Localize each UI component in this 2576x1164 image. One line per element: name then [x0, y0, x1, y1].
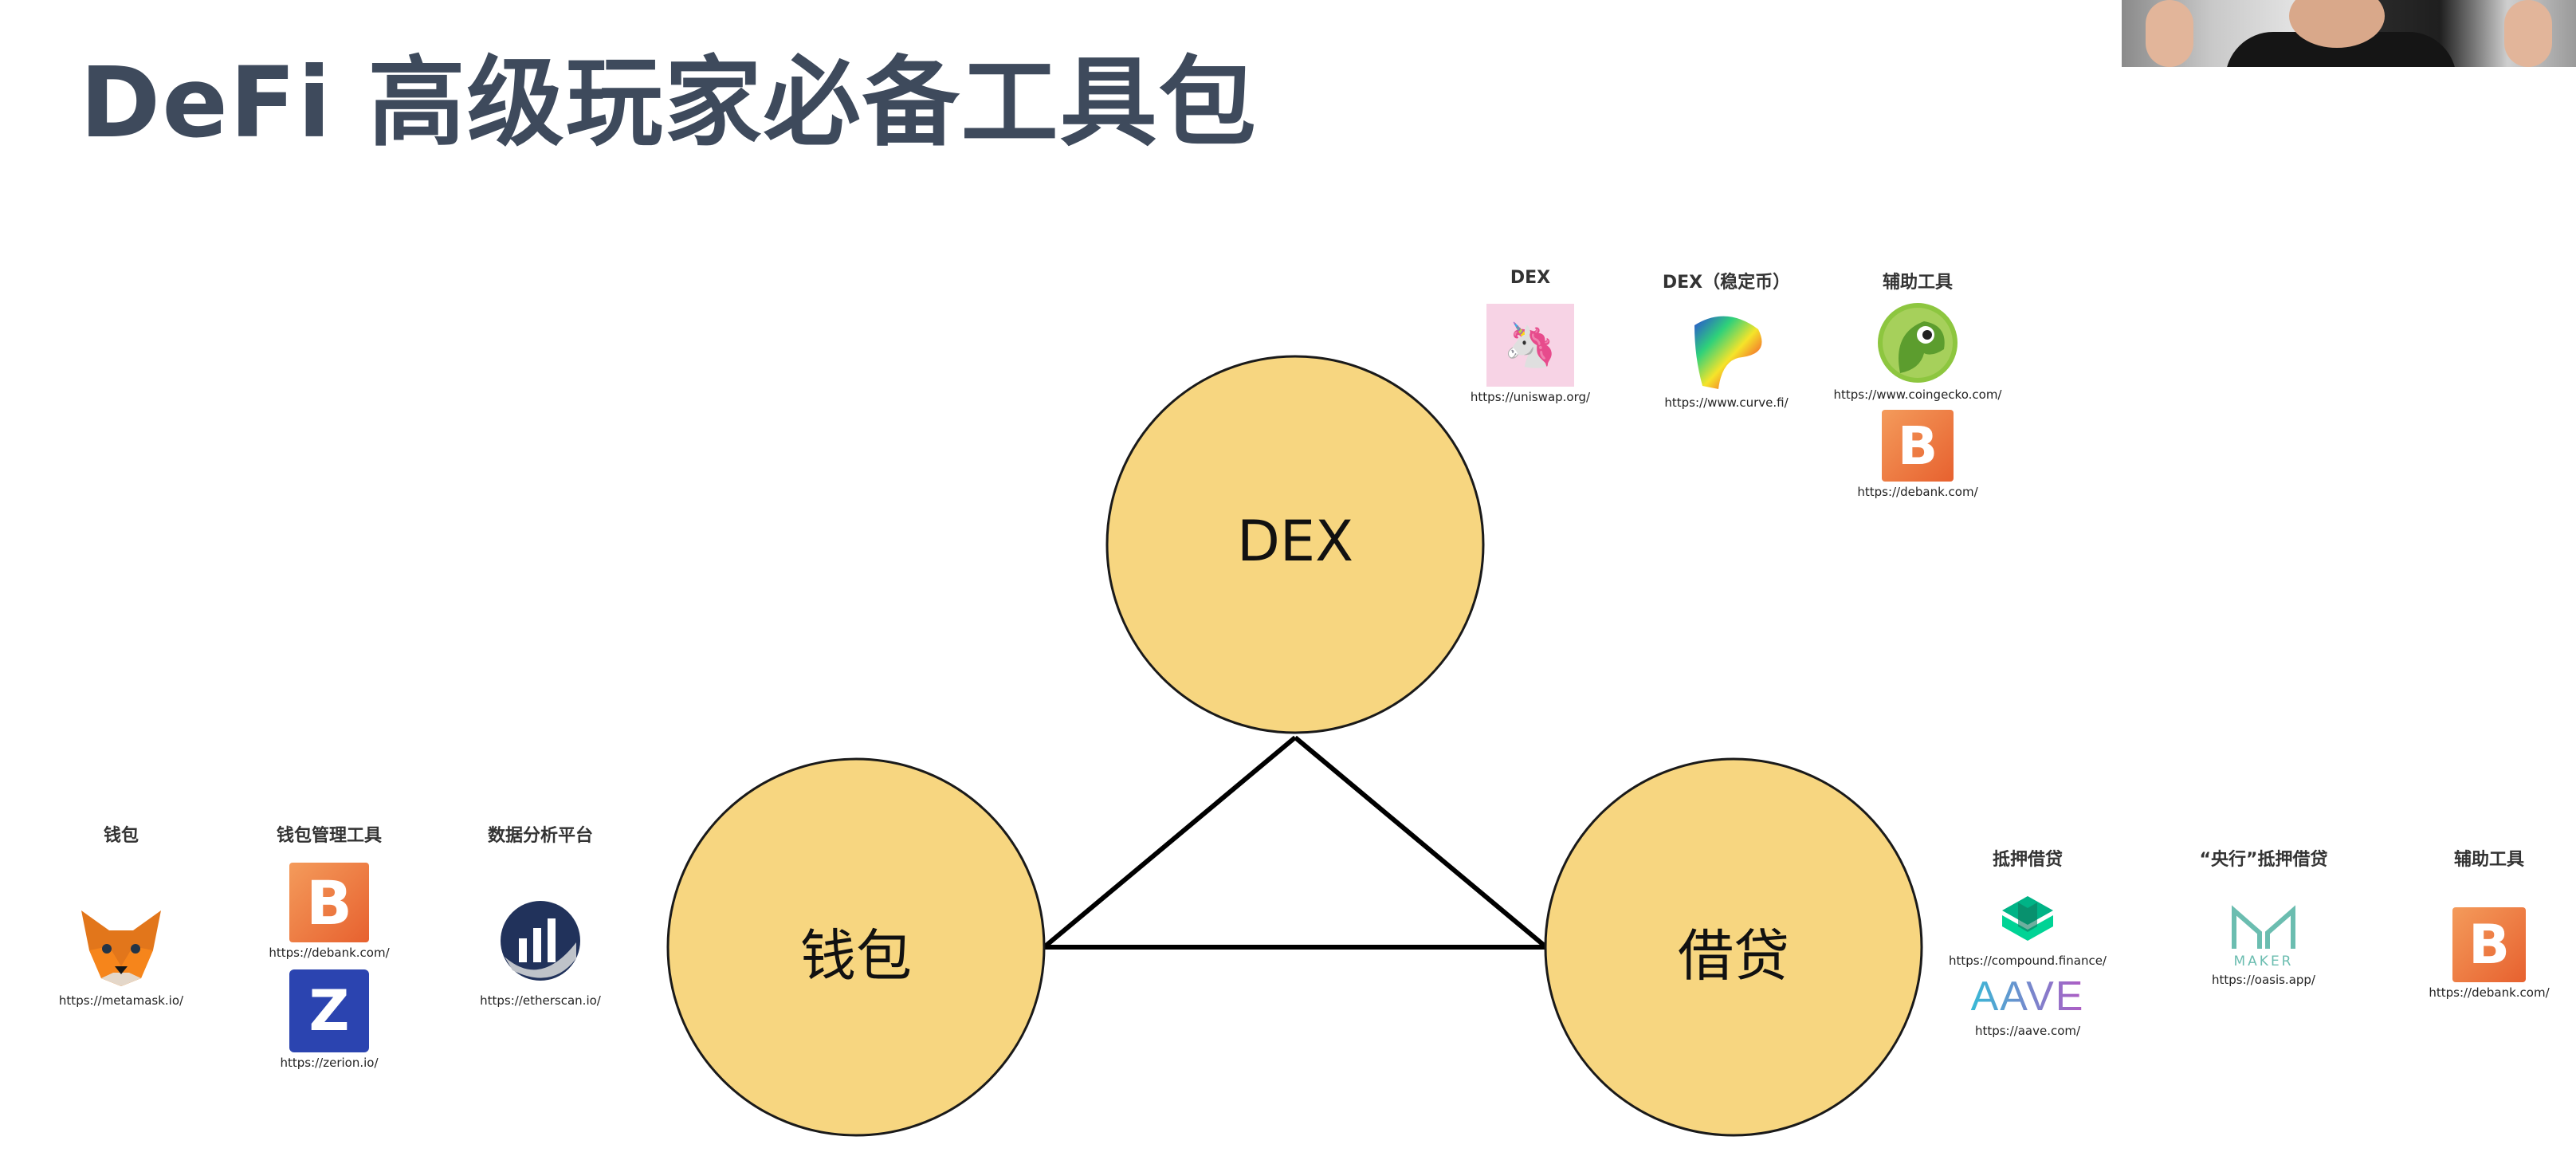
- node-wallet-label: 钱包: [800, 923, 912, 989]
- wallet-category-label: 钱包: [103, 826, 139, 846]
- coingecko-logo-icon: [1876, 301, 1959, 384]
- debank-tool-dex[interactable]: B https://debank.com/: [1814, 410, 2021, 499]
- maker-wordmark: MAKER: [2233, 954, 2294, 969]
- uniswap-unicorn-icon: 🦄: [1486, 304, 1574, 387]
- uniswap-tool[interactable]: 🦄 https://uniswap.org/: [1427, 304, 1634, 404]
- aave-tool[interactable]: AAVE https://aave.com/: [1924, 973, 2131, 1038]
- collateral-lending-category-label: 抵押借贷: [1992, 850, 2063, 870]
- maker-tool[interactable]: MAKER https://oasis.app/: [2160, 904, 2367, 987]
- presenter-hand-right: [2504, 0, 2552, 67]
- edge-dex-wallet: [1043, 735, 1297, 950]
- uniswap-url[interactable]: https://uniswap.org/: [1470, 390, 1591, 404]
- analytics-category-label: 数据分析平台: [487, 826, 593, 846]
- wallet-column: 钱包 https://metamask.io/: [18, 821, 225, 1008]
- dex-stablecoin-category-label: DEX（稳定币）: [1662, 273, 1791, 293]
- dex-aux-category-label: 辅助工具: [1882, 273, 1953, 293]
- debank-url-lending[interactable]: https://debank.com/: [2429, 985, 2550, 1000]
- dex-category-label: DEX: [1510, 268, 1551, 288]
- node-wallet-circle: [666, 757, 1046, 1137]
- debank-logo-icon: B: [1882, 410, 1954, 482]
- coingecko-tool[interactable]: https://www.coingecko.com/: [1814, 301, 2021, 402]
- collateral-lending-column: 抵押借贷 https://compound.finance/ AAVE http…: [1924, 845, 2131, 1038]
- wallet-management-category-label: 钱包管理工具: [276, 826, 382, 846]
- debank-tool-lending[interactable]: B https://debank.com/: [2386, 907, 2576, 1000]
- dex-aux-column: 辅助工具 https://www.coingecko.com/ B https:…: [1814, 268, 2021, 499]
- metamask-url[interactable]: https://metamask.io/: [58, 993, 184, 1008]
- compound-url[interactable]: https://compound.finance/: [1949, 954, 2107, 968]
- central-bank-lending-category-label: “央行”抵押借贷: [2199, 850, 2328, 870]
- maker-logo-icon: MAKER: [2228, 904, 2299, 969]
- node-dex-label: DEX: [1236, 509, 1354, 574]
- central-bank-lending-column: “央行”抵押借贷 MAKER https://oasis.app/: [2160, 845, 2367, 987]
- edge-dex-lending: [1294, 735, 1548, 950]
- presenter-hand-left: [2146, 0, 2193, 67]
- aave-url[interactable]: https://aave.com/: [1974, 1024, 2081, 1038]
- coingecko-url[interactable]: https://www.coingecko.com/: [1833, 387, 2002, 402]
- zerion-tool[interactable]: Z https://zerion.io/: [226, 969, 433, 1070]
- zerion-url[interactable]: https://zerion.io/: [280, 1056, 379, 1070]
- node-dex-circle: [1105, 355, 1485, 734]
- slide-title: DeFi 高级玩家必备工具包: [80, 46, 1258, 159]
- etherscan-url[interactable]: https://etherscan.io/: [480, 993, 601, 1008]
- oasis-url[interactable]: https://oasis.app/: [2212, 973, 2315, 987]
- debank-tool-wallet[interactable]: B https://debank.com/: [226, 863, 433, 960]
- curve-logo-icon: [1683, 309, 1770, 392]
- metamask-tool[interactable]: https://metamask.io/: [18, 902, 225, 1008]
- analytics-column: 数据分析平台 https://etherscan.io/: [437, 821, 644, 1008]
- wallet-management-column: 钱包管理工具 B https://debank.com/ Z https://z…: [226, 821, 433, 1070]
- lending-aux-category-label: 辅助工具: [2453, 850, 2524, 870]
- presenter-webcam-thumbnail: [2122, 0, 2576, 67]
- dex-stablecoin-column: DEX（稳定币） https://www.cu: [1623, 268, 1830, 410]
- node-lending-label: 借贷: [1678, 923, 1789, 989]
- debank-logo-icon: B: [2452, 907, 2526, 982]
- etherscan-tool[interactable]: https://etherscan.io/: [437, 895, 644, 1008]
- aave-logo-icon: AAVE: [1970, 973, 2085, 1020]
- compound-logo-icon: [1996, 887, 2060, 950]
- node-lending-circle: [1544, 757, 1923, 1137]
- compound-tool[interactable]: https://compound.finance/: [1924, 887, 2131, 968]
- curve-tool[interactable]: https://www.curve.fi/: [1623, 309, 1830, 410]
- curve-url[interactable]: https://www.curve.fi/: [1664, 395, 1789, 410]
- lending-aux-column: 辅助工具 B https://debank.com/: [2386, 845, 2576, 1000]
- debank-url-dex[interactable]: https://debank.com/: [1857, 485, 1978, 499]
- dex-column: DEX 🦄 https://uniswap.org/: [1427, 268, 1634, 404]
- debank-logo-icon: B: [289, 863, 369, 942]
- metamask-fox-icon: [73, 902, 169, 990]
- etherscan-logo-icon: [497, 895, 584, 990]
- zerion-logo-icon: Z: [289, 969, 369, 1052]
- debank-url-wallet[interactable]: https://debank.com/: [269, 946, 390, 960]
